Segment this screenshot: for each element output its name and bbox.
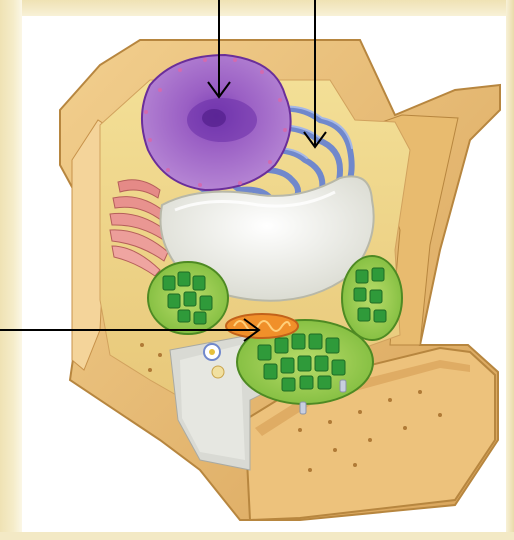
chloroplast-right [342,256,402,340]
chloroplast-left [148,262,228,334]
mitochondrion [226,314,298,338]
nucleus [142,55,291,190]
